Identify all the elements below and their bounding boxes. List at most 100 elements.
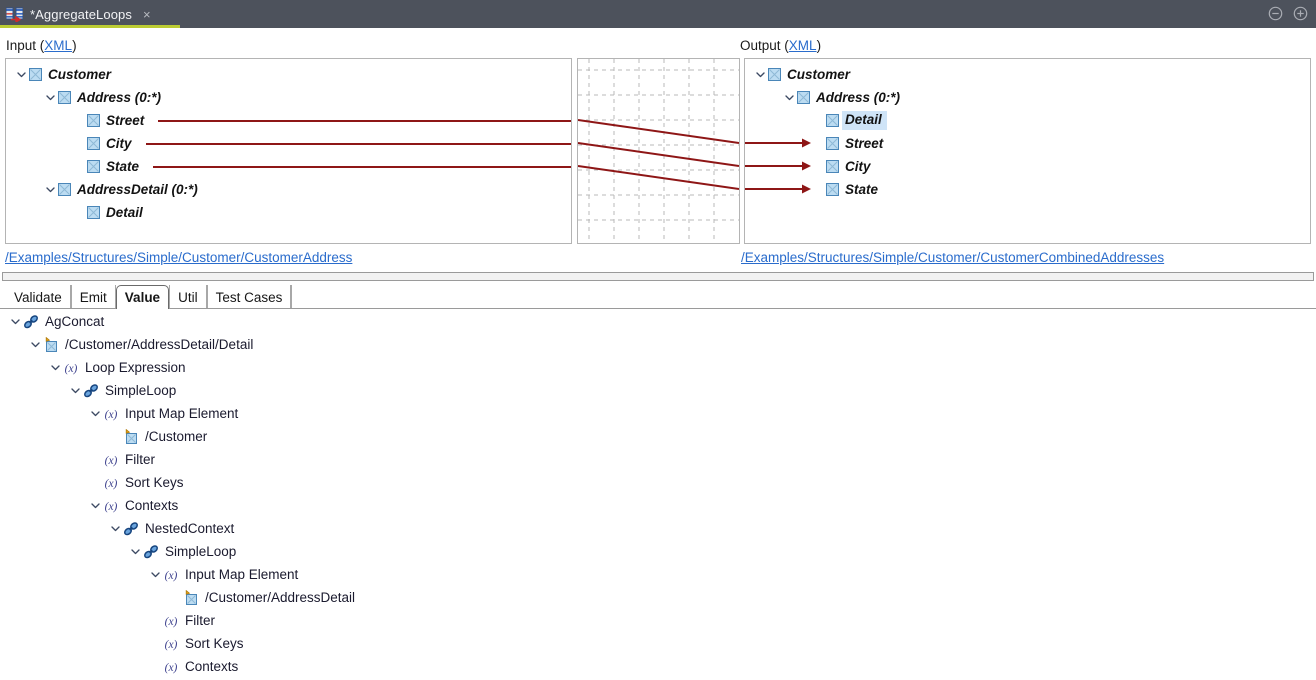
- map-node-icon: [183, 589, 199, 606]
- value-tree-row[interactable]: (x) Filter: [88, 448, 155, 471]
- schema-tree-row[interactable]: City: [72, 132, 132, 155]
- schema-tree-row[interactable]: Customer: [753, 63, 850, 86]
- window-titlebar: *AggregateLoops ×: [0, 0, 1316, 28]
- value-tree-row[interactable]: (x)Contexts: [148, 655, 239, 678]
- value-tree-label: Input Map Element: [185, 566, 299, 582]
- chevron-down-icon[interactable]: [14, 63, 29, 86]
- value-tree-row[interactable]: /Customer/AddressDetail: [168, 586, 355, 609]
- svg-text:(x): (x): [165, 662, 178, 674]
- value-tree-label: Filter: [125, 451, 155, 467]
- mapping-canvas[interactable]: [577, 58, 740, 244]
- schema-tree-row[interactable]: Customer: [14, 63, 111, 86]
- chevron-down-icon[interactable]: [48, 356, 63, 379]
- paren-close: ): [816, 38, 822, 53]
- schema-tree-row[interactable]: Address (0:*): [43, 86, 161, 109]
- chevron-down-icon[interactable]: [753, 63, 768, 86]
- value-tree-row[interactable]: SimpleLoop: [68, 379, 176, 402]
- chevron-down-icon[interactable]: [43, 86, 58, 109]
- schema-tree-row[interactable]: Detail: [72, 201, 143, 224]
- value-tree-row[interactable]: (x)Loop Expression: [48, 356, 186, 379]
- value-tree-row[interactable]: (x)Filter: [148, 609, 215, 632]
- input-path-link[interactable]: /Examples/Structures/Simple/Customer/Cus…: [5, 250, 353, 265]
- horizontal-splitter[interactable]: [2, 272, 1314, 281]
- schema-tree-row[interactable]: Detail: [811, 109, 887, 132]
- input-xml-link[interactable]: XML: [44, 38, 73, 53]
- schema-tree-row[interactable]: Street: [811, 132, 883, 155]
- schema-node-icon: [826, 160, 839, 173]
- value-tree-label: Contexts: [125, 497, 179, 513]
- value-tree-row[interactable]: NestedContext: [108, 517, 234, 540]
- tab-emit[interactable]: Emit: [70, 285, 116, 309]
- schema-node-label: Customer: [787, 66, 851, 82]
- tabstrip-divider: [0, 308, 1316, 309]
- output-panel-label: Output (XML): [740, 38, 821, 53]
- value-tree-row[interactable]: /Customer: [108, 425, 207, 448]
- value-tree-row[interactable]: /Customer/AddressDetail/Detail: [28, 333, 253, 356]
- schema-tree-row[interactable]: State: [811, 178, 878, 201]
- value-tree-row[interactable]: SimpleLoop: [128, 540, 236, 563]
- tab-value[interactable]: Value: [115, 285, 170, 309]
- value-tree-label: /Customer/AddressDetail: [205, 589, 356, 605]
- svg-text:(x): (x): [105, 455, 118, 467]
- schema-node-label: Address (0:*): [816, 89, 901, 105]
- schema-node-label: State: [106, 158, 140, 174]
- tab-validate[interactable]: Validate: [6, 285, 71, 309]
- schema-tree-row[interactable]: Street: [72, 109, 144, 132]
- document-tab[interactable]: *AggregateLoops ×: [0, 0, 161, 28]
- value-expression-tree[interactable]: AgConcat/Customer/AddressDetail/Detail(x…: [0, 310, 1316, 680]
- expression-icon: (x): [163, 659, 179, 675]
- chevron-down-icon[interactable]: [148, 563, 163, 586]
- svg-text:(x): (x): [105, 501, 118, 513]
- value-tree-label: Input Map Element: [125, 405, 239, 421]
- maximize-icon[interactable]: [1293, 6, 1308, 21]
- chevron-down-icon[interactable]: [108, 517, 123, 540]
- value-tree-row[interactable]: AgConcat: [8, 310, 104, 333]
- schema-tree-row[interactable]: AddressDetail (0:*): [43, 178, 198, 201]
- mapping-line-stub: [146, 143, 571, 145]
- chevron-down-icon[interactable]: [8, 310, 23, 333]
- chevron-down-icon[interactable]: [43, 178, 58, 201]
- mapping-line-stub: [153, 166, 571, 168]
- value-tree-row[interactable]: (x)Sort Keys: [148, 632, 244, 655]
- schema-node-label: State: [845, 181, 879, 197]
- expression-icon: (x): [103, 498, 119, 514]
- schema-tree-row[interactable]: Address (0:*): [782, 86, 900, 109]
- schema-node-label: City: [845, 158, 871, 174]
- schema-node-label: Street: [106, 112, 145, 128]
- chain-icon: [23, 314, 39, 330]
- value-tree-row[interactable]: (x)Sort Keys: [88, 471, 184, 494]
- map-node-icon: [123, 428, 139, 445]
- output-xml-link[interactable]: XML: [788, 38, 817, 53]
- active-tab-indicator: [0, 25, 180, 28]
- schema-tree-row[interactable]: City: [811, 155, 871, 178]
- chevron-down-icon[interactable]: [88, 402, 103, 425]
- output-path-link[interactable]: /Examples/Structures/Simple/Customer/Cus…: [741, 250, 1165, 265]
- value-tree-row[interactable]: (x) Contexts: [88, 494, 178, 517]
- paren-close: ): [72, 38, 77, 53]
- minimize-icon[interactable]: [1268, 6, 1283, 21]
- value-tree-row[interactable]: (x)Input Map Element: [148, 563, 298, 586]
- tab-test-cases[interactable]: Test Cases: [206, 285, 292, 309]
- value-tree-label: SimpleLoop: [165, 543, 237, 559]
- map-node-icon: [43, 336, 59, 353]
- schema-tree-row[interactable]: State: [72, 155, 139, 178]
- schema-node-icon: [797, 91, 810, 104]
- svg-text:(x): (x): [165, 639, 178, 651]
- schema-node-label: Street: [845, 135, 884, 151]
- chevron-down-icon[interactable]: [128, 540, 143, 563]
- output-label-text: Output: [740, 38, 781, 53]
- chain-icon: [123, 521, 139, 537]
- chevron-down-icon[interactable]: [68, 379, 83, 402]
- chevron-down-icon[interactable]: [28, 333, 43, 356]
- chevron-down-icon[interactable]: [88, 494, 103, 517]
- value-tree-label: /Customer: [145, 428, 208, 444]
- schema-node-icon: [826, 137, 839, 150]
- value-tree-row[interactable]: (x)Input Map Element: [88, 402, 238, 425]
- close-icon[interactable]: ×: [142, 6, 151, 22]
- mapping-arrow-icon: [745, 184, 811, 194]
- chevron-down-icon[interactable]: [782, 86, 797, 109]
- tab-util[interactable]: Util: [169, 285, 207, 309]
